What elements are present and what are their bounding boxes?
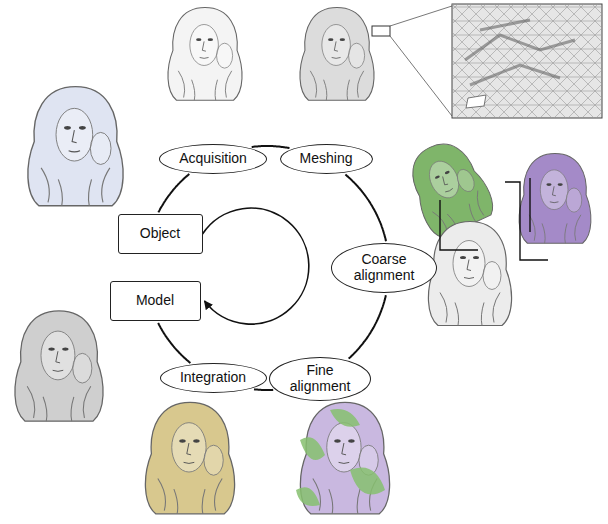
cycle-arc [254,388,273,391]
stage-box: Model [110,281,201,321]
mesh-hole [466,95,486,108]
integrated-model [145,402,234,514]
range-scan [168,8,242,101]
stage-label: Integration [180,370,246,386]
meshed-scan [300,8,374,101]
stage-ellipse: Integration [160,363,267,393]
cycle-arc [158,174,189,212]
stage-label: Coarse alignment [349,252,419,283]
zoom-leader [390,6,452,116]
stage-label: Object [140,226,180,242]
mesh-inset [452,4,602,118]
stage-box: Object [118,214,203,254]
stage-label: Fine alignment [285,363,355,394]
stage-ellipse: Fine alignment [269,357,371,401]
zoom-frame [372,26,390,36]
stage-label: Meshing [300,151,353,167]
mesh-edges [465,20,575,85]
final-model [15,311,103,421]
cycle-arrow [203,208,309,324]
cycle-arc [345,175,386,242]
mesh-triangles [452,4,602,118]
cycle-arc [349,295,386,358]
object-photo [28,87,123,206]
green-patches [296,409,385,506]
cycle-arc [252,146,290,148]
stage-ellipse: Acquisition [159,144,267,174]
stage-label: Model [136,293,174,309]
cycle-arc [158,323,190,363]
stage-ellipse: Coarse alignment [331,243,437,293]
stage-label: Acquisition [179,151,247,167]
base-scan [428,222,511,326]
stage-ellipse: Meshing [280,144,373,174]
correspondence-brackets [440,178,548,260]
